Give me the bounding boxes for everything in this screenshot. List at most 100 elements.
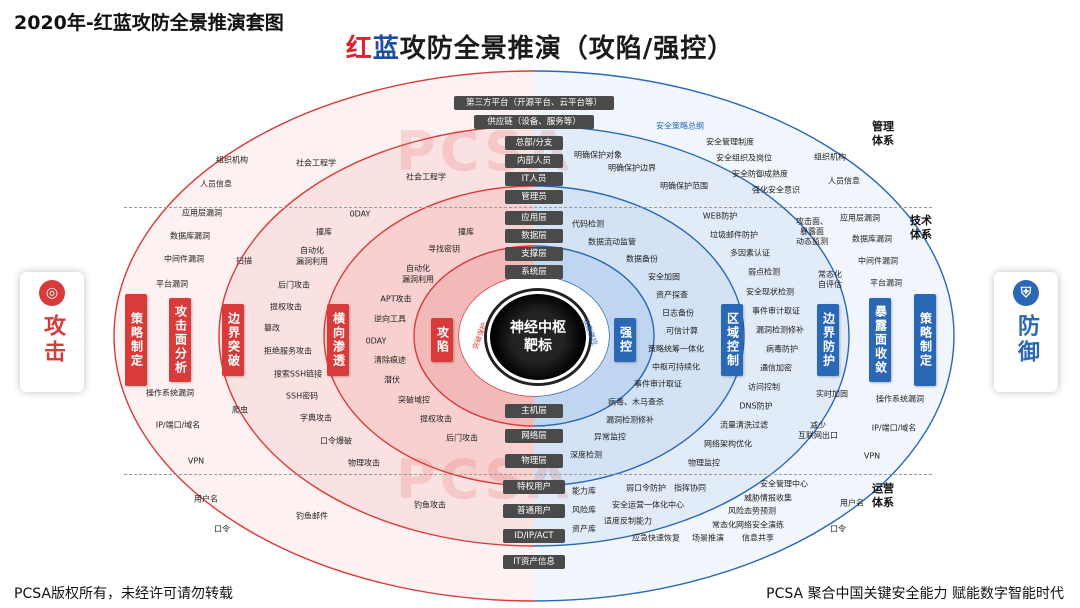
right-label: WEB防护 bbox=[702, 211, 738, 221]
right-label: 中枢可持续化 bbox=[652, 362, 700, 372]
left-label: 操作系统漏洞 bbox=[146, 388, 194, 398]
defense-box: ⛨ 防御 bbox=[994, 272, 1058, 392]
right-label: 事件审计取证 bbox=[634, 379, 682, 389]
left-label: 社会工程学 bbox=[406, 172, 446, 182]
right-label: 漏洞检测修补 bbox=[606, 415, 654, 425]
right-label: 明确保护边界 bbox=[608, 163, 656, 173]
left-label: 中间件漏洞 bbox=[164, 254, 204, 264]
right-label: 攻击面、 暴露面 动态监测 bbox=[796, 217, 828, 246]
core-target: 神经中枢 靶标 bbox=[487, 291, 589, 383]
left-label: 口令 bbox=[214, 524, 230, 534]
right-label: 中间件漏洞 bbox=[858, 256, 898, 266]
right-label: 适度反制能力 bbox=[604, 516, 652, 526]
right-label: 数据备份 bbox=[626, 254, 658, 264]
left-label: 数据库漏洞 bbox=[170, 231, 210, 241]
left-label: 人员信息 bbox=[200, 179, 232, 189]
right-label: 安全策略总纲 bbox=[656, 121, 704, 131]
bar-boundary-breach: 边界突破 bbox=[222, 304, 244, 376]
right-label: 明确保护范围 bbox=[660, 181, 708, 191]
right-label: 平台漏洞 bbox=[870, 278, 902, 288]
right-label: 多因素认证 bbox=[730, 248, 770, 258]
bar-host-layer: 主机层 bbox=[505, 404, 563, 418]
bar-it-staff: IT人员 bbox=[505, 172, 563, 186]
page-title: 2020年-红蓝攻防全景推演套图 bbox=[14, 12, 284, 34]
right-label: 病毒、木马查杀 bbox=[608, 397, 664, 407]
left-label: 寻找密钥 bbox=[428, 244, 460, 254]
main-title-blue: 蓝 bbox=[372, 34, 400, 64]
bar-normal-user: 普通用户 bbox=[503, 504, 565, 518]
right-label: 网络架构优化 bbox=[704, 439, 752, 449]
left-label: 提权攻击 bbox=[270, 302, 302, 312]
right-label: IP/端口/域名 bbox=[871, 423, 917, 433]
right-label: 弱点检测 bbox=[748, 267, 780, 277]
target-icon: ◎ bbox=[39, 280, 65, 306]
bar-hq-branch: 总部/分支 bbox=[505, 136, 563, 150]
right-label: 策略统筹一体化 bbox=[648, 344, 704, 354]
left-label: APT攻击 bbox=[380, 294, 412, 304]
right-label: 安全防御成熟度 bbox=[732, 169, 788, 179]
core-line2: 靶标 bbox=[524, 338, 552, 354]
right-label: 日志备份 bbox=[662, 308, 694, 318]
right-label: 事件审计取证 bbox=[752, 306, 800, 316]
right-label: 安全加固 bbox=[648, 272, 680, 282]
left-label: 突破域控 bbox=[398, 395, 430, 405]
core-line1: 神经中枢 bbox=[510, 320, 566, 336]
left-label: SSH密码 bbox=[285, 391, 319, 401]
right-label: 实时加固 bbox=[816, 389, 848, 399]
separator-tech bbox=[124, 207, 932, 208]
attack-label: 攻击 bbox=[40, 314, 65, 366]
right-label: 信息共享 bbox=[742, 533, 774, 543]
right-label: 用户名 bbox=[840, 498, 864, 508]
left-label: 平台漏洞 bbox=[156, 279, 188, 289]
left-label: 钓鱼攻击 bbox=[414, 500, 446, 510]
left-label: 拒绝服务攻击 bbox=[264, 346, 312, 356]
bar-compromise: 攻陷 bbox=[431, 318, 453, 362]
right-label: 流量清洗过滤 bbox=[720, 420, 768, 430]
right-label: 数据库漏洞 bbox=[852, 234, 892, 244]
left-label: 自动化 漏洞利用 bbox=[402, 264, 434, 284]
left-label: 应用层漏洞 bbox=[182, 208, 222, 218]
tech-system-label: 技术 体系 bbox=[910, 214, 932, 241]
bar-privileged-user: 特权用户 bbox=[503, 480, 565, 494]
right-label: 弱口令防护 bbox=[626, 483, 666, 493]
bar-lateral-movement: 横向渗透 bbox=[327, 304, 349, 376]
left-label: 搜索SSH链接 bbox=[273, 369, 323, 379]
right-label: 安全组织及岗位 bbox=[716, 153, 772, 163]
left-label: IP/端口/域名 bbox=[155, 420, 201, 430]
right-label: VPN bbox=[863, 451, 881, 461]
right-label: 漏洞检测修补 bbox=[756, 325, 804, 335]
left-label: 后门攻击 bbox=[278, 280, 310, 290]
bar-admin: 管理员 bbox=[505, 190, 563, 204]
right-label: 指挥协同 bbox=[674, 483, 706, 493]
right-label: 通信加密 bbox=[760, 363, 792, 373]
attack-box: ◎ 攻击 bbox=[20, 272, 84, 392]
separator-ops bbox=[124, 474, 932, 475]
left-label: 清除痕迹 bbox=[374, 355, 406, 365]
left-label: 用户名 bbox=[194, 494, 218, 504]
right-label: 常态化网络安全演练 bbox=[712, 520, 784, 530]
left-label: 篡改 bbox=[264, 323, 280, 333]
mgmt-system-label: 管理 体系 bbox=[872, 120, 894, 147]
right-label: 场景推演 bbox=[692, 533, 724, 543]
bar-network-layer: 网络层 bbox=[505, 429, 563, 443]
bar-support-layer: 支撑层 bbox=[505, 247, 563, 261]
left-label: 钓鱼邮件 bbox=[296, 511, 328, 521]
right-label: 应急快速恢复 bbox=[632, 533, 680, 543]
right-label: 资产探查 bbox=[656, 290, 688, 300]
right-label: 组织机构 bbox=[814, 152, 846, 162]
left-label: 撞库 bbox=[316, 227, 332, 237]
bar-insiders: 内部人员 bbox=[505, 154, 563, 168]
left-label: 组织机构 bbox=[216, 155, 248, 165]
right-label: 可信计算 bbox=[666, 326, 698, 336]
right-label: 应用层漏洞 bbox=[840, 213, 880, 223]
right-label: 人员信息 bbox=[828, 176, 860, 186]
bar-exposure-reduction: 暴露面收敛 bbox=[869, 298, 891, 382]
right-label: 口令 bbox=[830, 524, 846, 534]
bar-strategy-left: 策略制定 bbox=[125, 294, 147, 386]
right-label: 安全运营一体化中心 bbox=[612, 500, 684, 510]
left-label: VPN bbox=[187, 456, 205, 466]
main-title: 红蓝攻防全景推演（攻陷/强控） bbox=[0, 28, 1080, 65]
bar-app-layer: 应用层 bbox=[505, 211, 563, 225]
right-label: 强化安全意识 bbox=[752, 185, 800, 195]
right-label: 明确保护对象 bbox=[574, 150, 622, 160]
